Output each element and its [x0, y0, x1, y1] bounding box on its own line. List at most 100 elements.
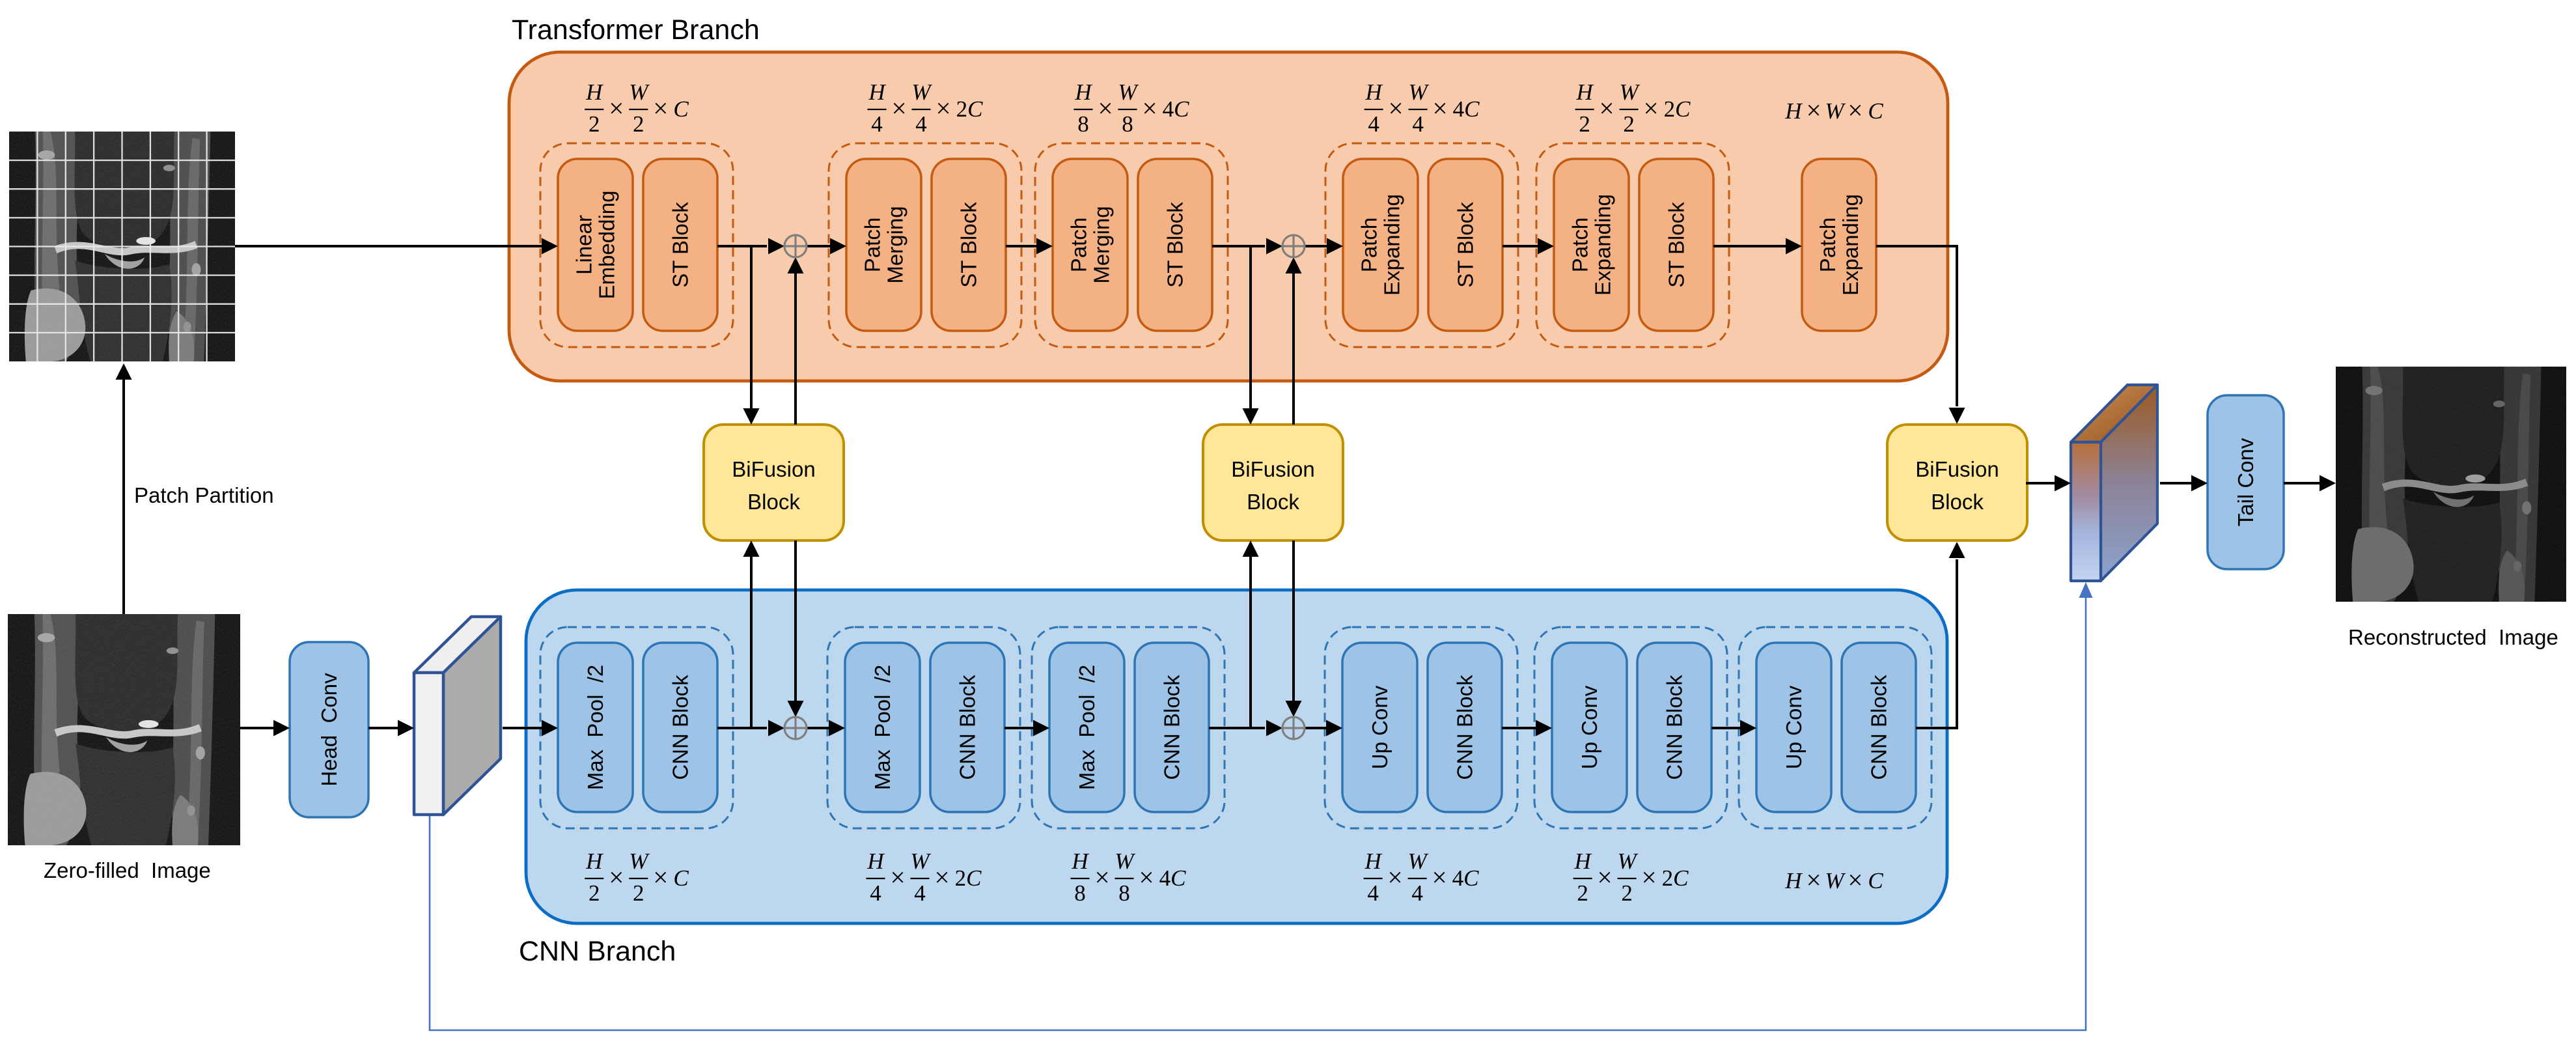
- svg-text:CNN Block: CNN Block: [1453, 675, 1477, 780]
- svg-text:2: 2: [1579, 111, 1590, 137]
- svg-text:Block: Block: [1931, 490, 1984, 514]
- svg-text:×: ×: [1807, 865, 1821, 895]
- svg-text:C: C: [673, 865, 689, 891]
- svg-text:H: H: [1074, 79, 1092, 105]
- svg-text:C: C: [673, 96, 689, 122]
- svg-text:H: H: [866, 849, 885, 874]
- svg-text:×: ×: [1139, 862, 1154, 892]
- svg-text:×: ×: [891, 93, 906, 123]
- svg-text:2C: 2C: [1662, 865, 1689, 891]
- svg-text:×: ×: [1389, 93, 1404, 123]
- svg-text:C: C: [1868, 868, 1883, 893]
- svg-text:×: ×: [1807, 95, 1821, 125]
- svg-text:×: ×: [935, 93, 950, 123]
- svg-text:W: W: [1825, 868, 1846, 893]
- svg-text:4: 4: [914, 880, 926, 906]
- svg-text:×: ×: [1848, 95, 1863, 125]
- svg-text:×: ×: [653, 93, 668, 123]
- svg-text:×: ×: [1098, 93, 1113, 123]
- svg-text:×: ×: [653, 862, 668, 892]
- svg-text:ST Block: ST Block: [1665, 202, 1689, 288]
- svg-text:4: 4: [1367, 880, 1379, 906]
- svg-text:H: H: [585, 79, 603, 105]
- svg-text:ST Block: ST Block: [957, 202, 981, 288]
- svg-text:Expanding: Expanding: [1380, 194, 1404, 296]
- svg-text:H: H: [1071, 849, 1089, 874]
- svg-text:×: ×: [934, 862, 949, 892]
- svg-text:BiFusion: BiFusion: [1231, 457, 1314, 481]
- svg-text:8: 8: [1077, 111, 1089, 137]
- svg-text:Up Conv: Up Conv: [1368, 685, 1392, 769]
- svg-text:CNN Block: CNN Block: [1867, 675, 1891, 780]
- svg-text:Embedding: Embedding: [595, 191, 619, 300]
- svg-text:W: W: [1618, 849, 1639, 874]
- svg-text:BiFusion: BiFusion: [732, 457, 815, 481]
- svg-text:CNN Block: CNN Block: [669, 675, 693, 780]
- svg-text:2: 2: [589, 880, 600, 906]
- svg-text:Reconstructed Image: Reconstructed Image: [2348, 625, 2558, 649]
- svg-text:×: ×: [1433, 93, 1448, 123]
- svg-text:W: W: [1825, 98, 1846, 124]
- svg-text:4C: 4C: [1452, 865, 1480, 891]
- svg-text:2C: 2C: [1664, 96, 1691, 122]
- svg-text:Head Conv: Head Conv: [317, 673, 341, 787]
- svg-text:ST Block: ST Block: [669, 202, 693, 288]
- svg-text:H: H: [868, 79, 886, 105]
- svg-text:Patch: Patch: [1067, 217, 1091, 272]
- svg-text:2C: 2C: [955, 865, 982, 891]
- svg-text:Zero-filled Image: Zero-filled Image: [44, 858, 211, 882]
- svg-text:Up Conv: Up Conv: [1577, 685, 1601, 769]
- svg-text:W: W: [629, 79, 650, 105]
- svg-text:Patch: Patch: [1568, 217, 1592, 272]
- svg-text:4C: 4C: [1163, 96, 1190, 122]
- svg-text:Patch: Patch: [861, 217, 885, 272]
- svg-text:ST Block: ST Block: [1454, 202, 1478, 288]
- svg-text:Transformer Branch: Transformer Branch: [512, 14, 760, 46]
- svg-text:Up Conv: Up Conv: [1782, 685, 1806, 769]
- svg-text:Expanding: Expanding: [1838, 194, 1863, 296]
- svg-text:H: H: [1573, 849, 1592, 874]
- svg-text:×: ×: [1142, 93, 1157, 123]
- svg-text:BiFusion: BiFusion: [1915, 457, 1999, 481]
- svg-text:2: 2: [589, 111, 600, 137]
- svg-text:H: H: [1364, 849, 1382, 874]
- svg-text:Max Pool /2: Max Pool /2: [1075, 665, 1099, 791]
- svg-text:W: W: [1115, 849, 1135, 874]
- svg-text:H: H: [1784, 868, 1803, 893]
- svg-text:2: 2: [1623, 111, 1635, 137]
- svg-text:W: W: [1408, 849, 1429, 874]
- svg-text:8: 8: [1122, 111, 1133, 137]
- svg-text:C: C: [1868, 98, 1883, 124]
- svg-text:4: 4: [1411, 880, 1423, 906]
- svg-text:2: 2: [1621, 880, 1633, 906]
- svg-text:Expanding: Expanding: [1591, 194, 1615, 296]
- svg-text:W: W: [911, 79, 932, 105]
- svg-text:Merging: Merging: [1090, 206, 1114, 283]
- svg-text:Patch: Patch: [1357, 217, 1381, 272]
- svg-text:2: 2: [633, 111, 644, 137]
- svg-text:ST Block: ST Block: [1163, 202, 1187, 288]
- svg-text:Merging: Merging: [883, 206, 907, 283]
- svg-text:4: 4: [1412, 111, 1424, 137]
- svg-text:CNN Block: CNN Block: [1160, 675, 1184, 780]
- svg-text:×: ×: [1644, 93, 1659, 123]
- svg-text:W: W: [1409, 79, 1430, 105]
- svg-text:CNN Branch: CNN Branch: [519, 936, 676, 967]
- svg-text:H: H: [1364, 79, 1383, 105]
- svg-text:×: ×: [890, 862, 905, 892]
- svg-text:Tail Conv: Tail Conv: [2234, 438, 2258, 526]
- svg-text:H: H: [1575, 79, 1594, 105]
- svg-text:Block: Block: [1247, 490, 1299, 514]
- svg-text:W: W: [629, 849, 650, 874]
- svg-text:W: W: [1620, 79, 1641, 105]
- svg-text:8: 8: [1074, 880, 1086, 906]
- svg-text:H: H: [585, 849, 603, 874]
- svg-text:CNN Block: CNN Block: [1663, 675, 1687, 780]
- svg-text:H: H: [1784, 98, 1803, 124]
- svg-text:×: ×: [1432, 862, 1447, 892]
- svg-text:4: 4: [871, 111, 883, 137]
- svg-text:2: 2: [633, 880, 644, 906]
- svg-text:4: 4: [1368, 111, 1379, 137]
- svg-text:4C: 4C: [1453, 96, 1480, 122]
- svg-text:×: ×: [609, 862, 624, 892]
